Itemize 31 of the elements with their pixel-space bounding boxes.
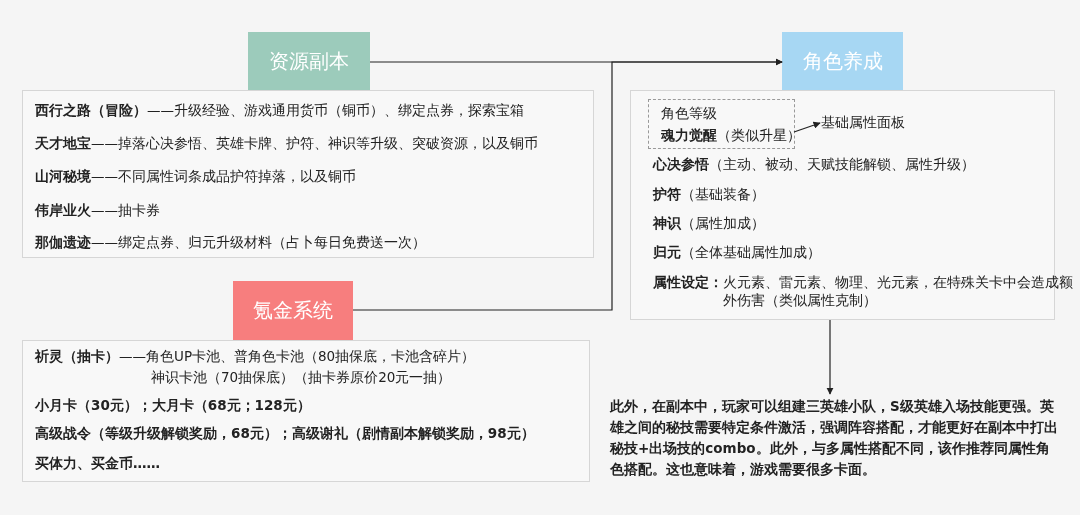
entry-text: 护符（基础装备） bbox=[653, 185, 765, 203]
entry-text: 归元（全体基础属性加成） bbox=[653, 243, 821, 261]
header-text: 氪金系统 bbox=[253, 297, 333, 324]
entry-text: 西行之路（冒险）——升级经验、游戏通用货币（铜币）、绑定点券，探索宝箱 bbox=[35, 101, 524, 119]
entry-text: 属性设定：火元素、雷元素、物理、光元素，在特殊关卡中会造成额外伤害（类似属性克制） bbox=[653, 273, 1074, 309]
info-panel bbox=[22, 90, 594, 258]
header-text: 资源副本 bbox=[269, 47, 349, 75]
header-text: 角色养成 bbox=[802, 47, 883, 75]
entry-text: 小月卡（30元）；大月卡（68元；128元） bbox=[35, 396, 311, 414]
note-paragraph: 此外，在副本中，玩家可以组建三英雄小队，S级英雄入场技能更强。英雄之间的秘技需要特定条件激活，强调阵容搭配，才能更好在副本中打出秘技+出场技的combo。此外，与多属性搭配不同，该作推荐同属性角色搭配。这也意味着，游戏需要很多卡面。 bbox=[610, 397, 1059, 479]
section-header bbox=[248, 32, 370, 90]
entry-text: 高级战令（等级升级解锁奖励，68元）；高级谢礼（剧情副本解锁奖励，98元） bbox=[35, 424, 535, 442]
entry-text: 心决参悟（主动、被动、天赋技能解锁、属性升级） bbox=[653, 155, 975, 173]
result-label: 基础属性面板 bbox=[821, 113, 905, 131]
entry-text: 祈灵（抽卡）——角色UP卡池、普角色卡池（80抽保底，卡池含碎片） bbox=[35, 347, 476, 365]
entry-text: 伟岸业火——抽卡券 bbox=[35, 201, 160, 219]
arrow bbox=[793, 121, 821, 133]
entry-text: 天才地宝——掉落心决参悟、英雄卡牌、护符、神识等升级、突破资源，以及铜币 bbox=[35, 134, 538, 152]
entry-text: 魂力觉醒（类似升星） bbox=[661, 126, 801, 144]
info-panel bbox=[22, 340, 590, 482]
section-header bbox=[782, 32, 903, 90]
entry-text: 山河秘境——不同属性词条成品护符掉落，以及铜币 bbox=[35, 167, 356, 185]
dashed-group-box bbox=[648, 99, 795, 149]
entry-text: 角色等级 bbox=[661, 104, 717, 122]
section-header bbox=[233, 281, 353, 340]
entry-text: 买体力、买金币…… bbox=[35, 454, 160, 472]
entry-text: 那伽遗迹——绑定点券、归元升级材料（占卜每日免费送一次） bbox=[35, 233, 426, 251]
entry-text: 神识（属性加成） bbox=[653, 214, 765, 232]
arrow bbox=[826, 319, 834, 395]
arrow bbox=[352, 58, 783, 311]
entry-text: 神识卡池（70抽保底）（抽卡券原价20元一抽） bbox=[151, 368, 452, 386]
